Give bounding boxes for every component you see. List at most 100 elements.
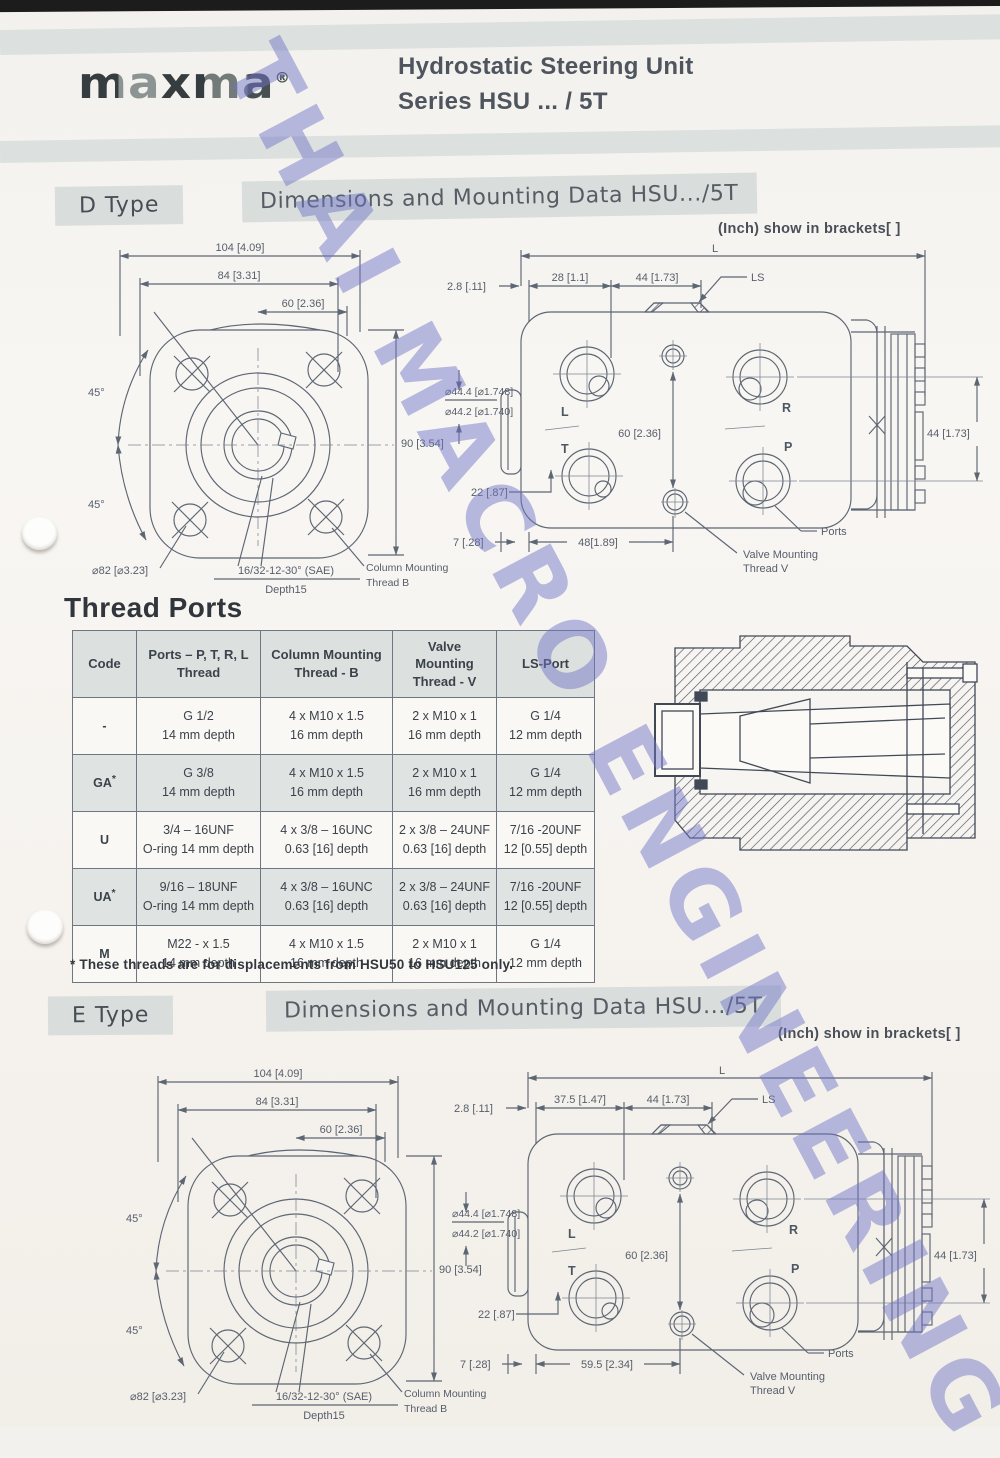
- d-side-body: [500, 302, 852, 529]
- valve-depth: 0.63 [16] depth: [402, 842, 487, 856]
- e-side-stepped-section: [858, 1141, 933, 1340]
- e-front-flange-outline: [187, 1137, 407, 1385]
- dim-port-span-label: 44 [1.73]: [647, 1094, 690, 1106]
- ls-depth: 12 mm depth: [509, 956, 582, 970]
- ports-thread: M22 - x 1.5: [167, 936, 230, 951]
- column-thread: 4 x M10 x 1.5: [288, 765, 365, 780]
- spline-depth-label: Depth15: [265, 584, 307, 596]
- dia-spigot-max-label: ⌀44.4 [⌀1.748]: [445, 386, 513, 398]
- e-front-angle-arcs: [153, 1175, 187, 1367]
- d-front-angle-arcs: [115, 349, 149, 541]
- valve-thread: 2 x 3/8 – 24UNF: [398, 879, 490, 894]
- scan-edge-artifact: [0, 0, 1000, 13]
- port-r-label: R: [782, 401, 791, 415]
- ls-thread: G 1/4: [530, 708, 561, 723]
- header-rule-top: [0, 14, 1000, 55]
- e-side-spigot-dims: [452, 1192, 504, 1266]
- port-l-label: L: [561, 405, 569, 419]
- e-side-body: [507, 1124, 859, 1351]
- e-front-leaders: [197, 1301, 403, 1406]
- ls-depth: 12 [0.55] depth: [503, 842, 588, 856]
- dim-bolt-width: 84 [3.31]: [256, 1096, 299, 1108]
- d-side-right-ext: [797, 376, 983, 482]
- ports-depth: O-ring 14 mm depth: [142, 842, 255, 856]
- dim-bolt-width: 84 [3.31]: [218, 270, 261, 282]
- document-title-line2: Series HSU ... / 5T: [398, 87, 608, 115]
- cross-section-housing: [654, 635, 978, 851]
- port-l-label: L: [568, 1227, 576, 1241]
- e-side-dimension-lines: [506, 1072, 933, 1218]
- document-title-line1: Hydrostatic Steering Unit: [398, 53, 694, 80]
- code-value: U: [99, 833, 110, 848]
- d-side-stepped-section: [851, 319, 926, 518]
- dim-edge-label: 2.8 [.11]: [454, 1103, 493, 1115]
- ports-callout: Ports: [821, 526, 847, 538]
- column-depth: 0.63 [16] depth: [284, 899, 369, 913]
- e-front-view-drawing: 104 [4.09] 84 [3.31] 60 [2.36] 90 [3.54]…: [126, 1068, 486, 1422]
- dim-overall-label: L: [719, 1065, 725, 1077]
- d-side-view-drawing: L 2.8 [.11] 28 [1.1] 44 [1.73] LS L R T …: [445, 243, 983, 575]
- ls-thread: 7/16 -20UNF: [509, 822, 582, 837]
- d-inch-note: (Inch) show in brackets[ ]: [718, 221, 901, 237]
- ports-thread: 3/4 – 16UNF: [163, 822, 234, 837]
- port-p-label: P: [784, 440, 792, 454]
- ls-depth: 12 [0.55] depth: [503, 899, 588, 913]
- registered-mark: ®: [274, 69, 290, 87]
- port-p-label: P: [791, 1262, 799, 1276]
- valve-thread: 2 x M10 x 1: [412, 936, 477, 951]
- col-header-ports-l2: Thread: [176, 665, 221, 680]
- dim-port-span-label: 44 [1.73]: [636, 272, 679, 284]
- table-footnote: * These threads are for displacements fr…: [70, 957, 514, 972]
- col-header-column-l2: Thread - B: [294, 665, 359, 680]
- dim-ls-offset-label: 37.5 [1.47]: [554, 1094, 606, 1106]
- brand-logo-text: maxma: [78, 58, 275, 109]
- spline-depth-label: Depth15: [303, 1410, 345, 1422]
- e-side-bottom-dims: [502, 1291, 824, 1376]
- punch-hole-bottom: [27, 910, 63, 944]
- code-value: -: [102, 719, 107, 734]
- ls-thread: G 1/4: [530, 936, 561, 951]
- ports-depth: 14 mm depth: [162, 785, 235, 799]
- d-side-port-centerlines: [544, 340, 797, 518]
- code-value: UA: [93, 890, 112, 905]
- dim-height: 90 [3.54]: [401, 438, 444, 450]
- dia-pilot-label: ⌀82 [⌀3.23]: [92, 565, 148, 577]
- ports-callout: Ports: [828, 1348, 854, 1360]
- dia-pilot-label: ⌀82 [⌀3.23]: [130, 1391, 186, 1403]
- thread-ports-title: Thread Ports: [64, 592, 243, 623]
- cell-ls: 7/16 -20UNF 12 [0.55] depth: [496, 811, 595, 869]
- ports-depth: 14 mm depth: [162, 728, 235, 742]
- port-r-label: R: [789, 1223, 798, 1237]
- ls-port-label: LS: [751, 272, 764, 284]
- dim-port-h-label: 60 [2.36]: [618, 428, 661, 440]
- valve-thread: 2 x M10 x 1: [412, 765, 477, 780]
- dim-edge-label: 2.8 [.11]: [447, 281, 486, 293]
- dim-right-label: 44 [1.73]: [934, 1250, 977, 1262]
- spline-spec-label: 16/32-12-30° (SAE): [276, 1391, 372, 1403]
- valve-mounting-callout-2: Thread V: [750, 1385, 796, 1397]
- valve-thread: 2 x M10 x 1: [412, 708, 477, 723]
- ls-thread: 7/16 -20UNF: [509, 879, 582, 894]
- cell-ls: 7/16 -20UNF 12 [0.55] depth: [496, 868, 595, 926]
- column-mounting-label-2: Thread B: [404, 1403, 447, 1415]
- ls-depth: 12 mm depth: [509, 728, 582, 742]
- document-title: Hydrostatic Steering Unit Series HSU ...…: [398, 50, 694, 120]
- dim-bottom-port-label: 22 [.87]: [478, 1309, 515, 1321]
- dim-bottom-port-label: 22 [.87]: [471, 487, 508, 499]
- punch-hole-top: [22, 517, 57, 550]
- d-side-spigot-dims: [445, 370, 497, 444]
- dim-overall-label: L: [712, 243, 718, 255]
